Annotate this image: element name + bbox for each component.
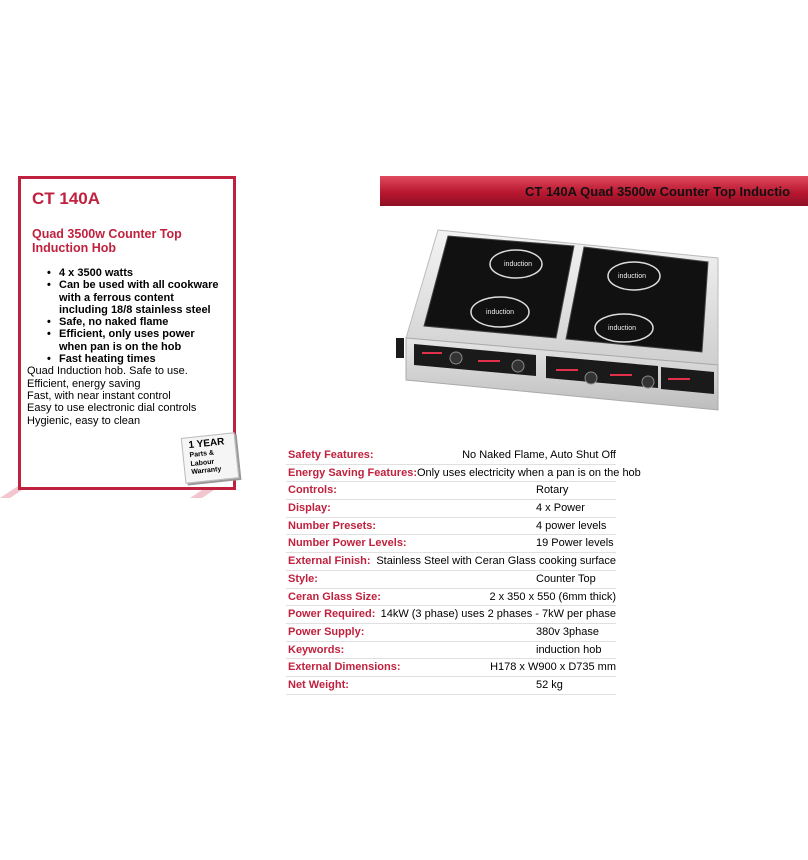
spec-value: 14kW (3 phase) uses 2 phases - 7kW per p…	[380, 608, 616, 621]
specs-table: Safety Features: No Naked Flame, Auto Shu…	[286, 447, 641, 695]
spec-row: Number Power Levels: 19 Power levels	[286, 535, 616, 554]
spec-label: External Finish:	[288, 555, 371, 568]
description-line: Hygienic, easy to clean	[27, 414, 141, 427]
zone-label: induction	[608, 325, 636, 332]
spec-label: Style:	[288, 572, 318, 585]
zone-label: induction	[486, 309, 514, 316]
spec-row: Safety Features: No Naked Flame, Auto Shu…	[286, 447, 616, 465]
spec-row: Ceran Glass Size: 2 x 350 x 550 (6mm thic…	[286, 589, 616, 607]
description-line: Quad Induction hob. Safe to use.	[27, 365, 188, 378]
title-banner: CT 140A Quad 3500w Counter Top Inductio	[380, 176, 808, 206]
spec-row: Energy Saving Features:Only uses electri…	[286, 465, 641, 483]
spec-value: induction hob	[536, 643, 602, 656]
description-line: Efficient, energy saving	[27, 377, 141, 390]
subtitle-line: Quad 3500w Counter Top	[32, 227, 182, 241]
spec-label: Number Presets:	[288, 519, 377, 532]
spec-label: Keywords:	[288, 643, 345, 656]
spec-value: 52 kg	[536, 678, 563, 691]
feature-text: Fast heating times	[59, 353, 156, 366]
spec-row: Net Weight: 52 kg	[286, 677, 616, 695]
feature-text: Safe, no naked flame	[59, 316, 169, 329]
spec-value: H178 x W900 x D735 mm	[490, 661, 616, 674]
spec-value: 19 Power levels	[536, 537, 614, 550]
spec-value: Counter Top	[536, 572, 596, 585]
zone-label: induction	[618, 273, 646, 280]
warranty-badge: 1 YEAR Parts & Labour Warranty	[180, 432, 240, 484]
spec-label: Safety Features:	[288, 449, 374, 461]
feature-text: Can be used with all cookware	[59, 279, 219, 292]
spec-value: Stainless Steel with Ceran Glass cooking…	[376, 555, 616, 568]
description-lines: Quad Induction hob. Safe to use.Efficien…	[27, 365, 223, 426]
spec-label: Power Required:	[288, 608, 376, 621]
feature-list: 4 x 3500 wattsCan be used with all cookw…	[31, 267, 223, 366]
feature-text: with a ferrous content	[59, 291, 174, 304]
spec-value: 4 x Power	[536, 502, 585, 515]
spec-row: Power Required: 14kW (3 phase) uses 2 pha…	[286, 606, 616, 624]
zone-label: induction	[504, 261, 532, 268]
description-line: Easy to use electronic dial controls	[27, 402, 197, 415]
feature-text: including 18/8 stainless steel	[59, 303, 211, 316]
spec-value: No Naked Flame, Auto Shut Off	[462, 449, 616, 461]
spec-label: Display:	[288, 502, 331, 515]
spec-value: Only uses electricity when a pan is on t…	[417, 466, 641, 479]
product-image: induction induction induction induction	[396, 229, 719, 411]
spec-row: Style: Counter Top	[286, 571, 616, 589]
product-summary-box: CT 140A Quad 3500w Counter Top Induction…	[18, 176, 240, 490]
spec-row: Display: 4 x Power	[286, 500, 616, 518]
spec-row: Controls: Rotary	[286, 482, 616, 501]
product-subtitle: Quad 3500w Counter Top Induction Hob	[32, 227, 223, 255]
spec-value: 380v 3phase	[536, 625, 599, 638]
model-number: CT 140A	[32, 189, 101, 208]
spec-value: Rotary	[536, 484, 569, 497]
spec-row: Power Supply: 380v 3phase	[286, 624, 616, 642]
spec-row: Keywords: induction hob	[286, 642, 616, 660]
spec-label: Controls:	[288, 484, 337, 497]
spec-label: Power Supply:	[288, 625, 365, 638]
feature-bullet: Safe, no naked flame	[47, 316, 223, 329]
banner-title: CT 140A Quad 3500w Counter Top Inductio	[525, 184, 791, 199]
spec-value: 4 power levels	[536, 519, 607, 532]
feature-text: when pan is on the hob	[59, 340, 182, 353]
spec-label: Energy Saving Features:	[288, 466, 417, 479]
feature-text: 4 x 3500 watts	[59, 267, 133, 279]
feature-bullet: Fast heating times	[47, 353, 223, 366]
description-line: Fast, with near instant control	[27, 389, 171, 402]
spec-label: External Dimensions:	[288, 661, 401, 674]
spec-row: External Dimensions: H178 x W900 x D735 m…	[286, 659, 616, 677]
spec-row: Number Presets: 4 power levels	[286, 518, 616, 536]
feature-bullet: 4 x 3500 watts	[47, 267, 223, 280]
spec-label: Number Power Levels:	[288, 537, 407, 550]
spec-row: External Finish: Stainless Steel with Cer…	[286, 553, 616, 571]
spec-label: Ceran Glass Size:	[288, 590, 381, 603]
feature-text: Efficient, only uses power	[59, 328, 195, 341]
spec-label: Net Weight:	[288, 678, 349, 691]
subtitle-line: Induction Hob	[32, 241, 117, 255]
spec-value: 2 x 350 x 550 (6mm thick)	[489, 590, 616, 603]
